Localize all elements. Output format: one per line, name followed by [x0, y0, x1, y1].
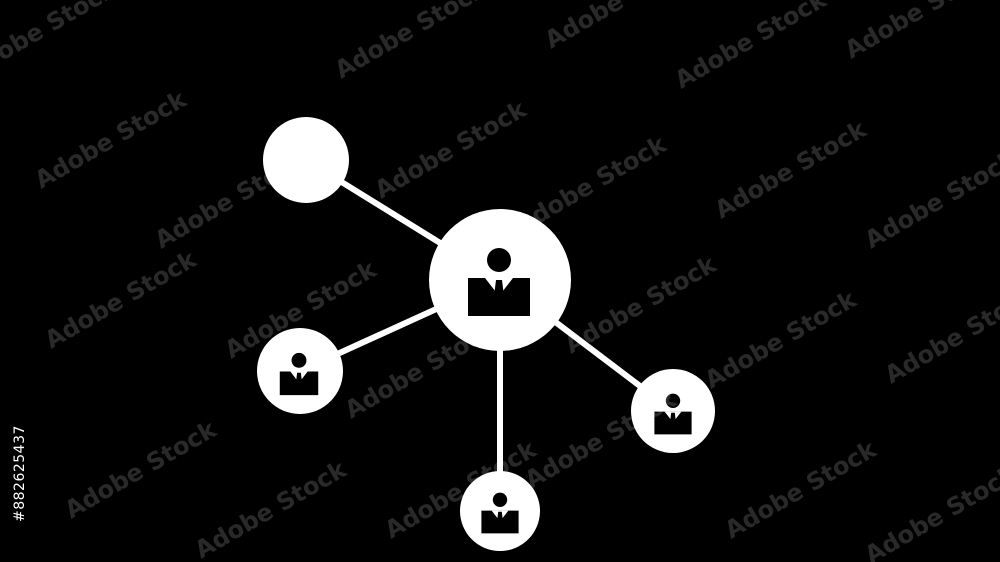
node-top-left	[263, 117, 349, 203]
stock-id-label: #882625437	[12, 425, 28, 522]
node-center	[429, 209, 571, 351]
node-bottom	[460, 471, 540, 551]
node-left	[257, 328, 343, 414]
node-right	[631, 369, 715, 453]
